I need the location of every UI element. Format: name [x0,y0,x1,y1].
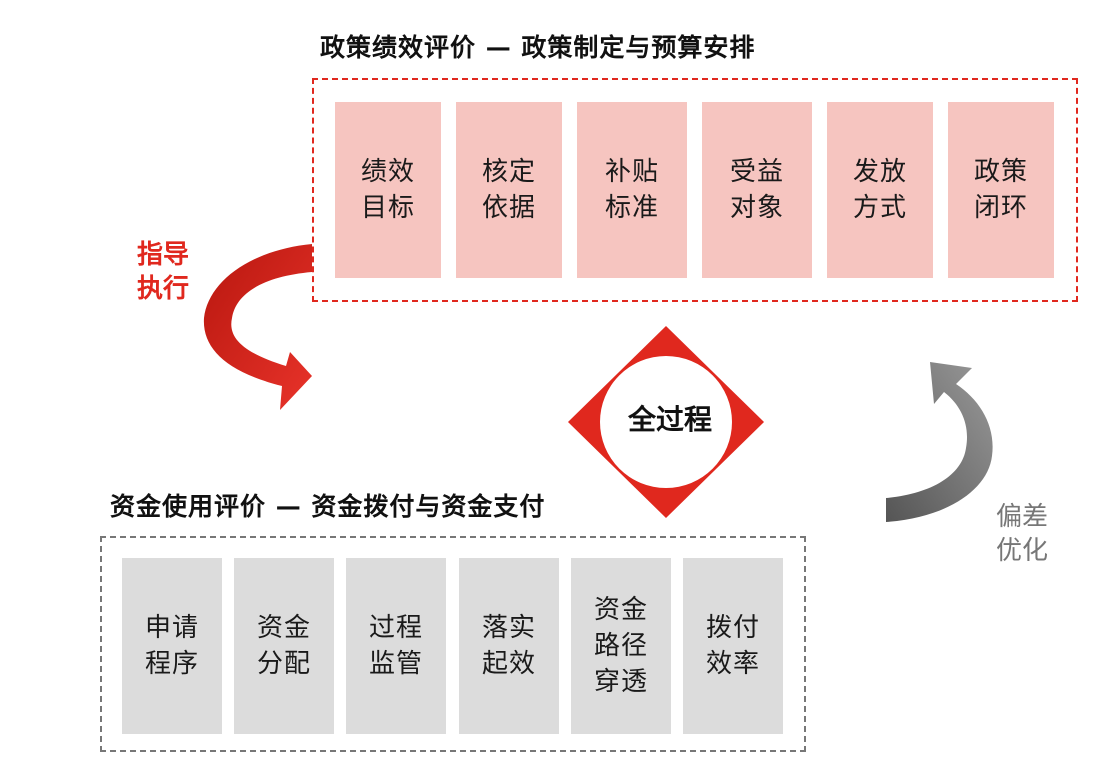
card-line: 监管 [368,649,423,679]
card-process-supervision: 过程 监管 [346,558,446,734]
card-application-procedure: 申请 程序 [122,558,222,734]
deviation-optimize-arrow-icon [886,362,993,522]
card-line: 效率 [705,649,760,679]
card-line: 目标 [360,193,415,223]
card-line: 路径 [593,631,648,661]
card-line: 发放 [852,157,907,187]
card-line: 绩效 [360,157,415,187]
card-line: 过程 [368,613,423,643]
card-line: 依据 [481,193,536,223]
card-beneficiaries: 受益 对象 [702,102,812,278]
card-line: 资金 [256,613,311,643]
deviation-optimize-line1: 偏差 [996,502,1049,532]
guide-execute-label: 指导 执行 [137,238,189,306]
full-process-label: 全过程 [627,403,712,436]
fund-usage-evaluation-title: 资金使用评价 — 资金拨付与资金支付 [110,492,546,521]
card-line: 程序 [144,649,199,679]
card-performance-target: 绩效 目标 [335,102,441,278]
fund-usage-evaluation-frame [100,536,806,752]
card-line: 政策 [973,157,1028,187]
deviation-optimize-line2: 优化 [996,536,1049,566]
card-line: 补贴 [604,157,659,187]
card-line: 闭环 [973,193,1028,223]
guide-execute-line1: 指导 [137,240,190,270]
deviation-optimize-label: 偏差 优化 [996,500,1048,568]
card-line: 申请 [144,613,199,643]
card-line: 穿透 [593,667,648,697]
card-line: 起效 [481,649,536,679]
card-line: 落实 [481,613,536,643]
card-verification-basis: 核定 依据 [456,102,562,278]
card-subsidy-standard: 补贴 标准 [577,102,687,278]
card-line: 方式 [852,193,907,223]
card-policy-closed-loop: 政策 闭环 [948,102,1054,278]
card-fund-path-penetration: 资金 路径 穿透 [571,558,671,734]
guide-execute-line2: 执行 [137,274,190,304]
card-implementation-effect: 落实 起效 [459,558,559,734]
policy-evaluation-frame [312,78,1078,302]
card-disbursement-efficiency: 拨付 效率 [683,558,783,734]
card-line: 分配 [256,649,311,679]
card-line: 对象 [729,193,784,223]
card-line: 标准 [604,193,659,223]
card-line: 资金 [593,595,648,625]
card-distribution-method: 发放 方式 [827,102,933,278]
card-fund-allocation: 资金 分配 [234,558,334,734]
card-line: 受益 [729,157,784,187]
policy-evaluation-title: 政策绩效评价 — 政策制定与预算安排 [320,33,756,62]
card-line: 核定 [481,157,536,187]
full-process-circle [600,356,732,488]
card-line: 拨付 [705,613,760,643]
guide-execute-arrow-icon [203,244,312,410]
